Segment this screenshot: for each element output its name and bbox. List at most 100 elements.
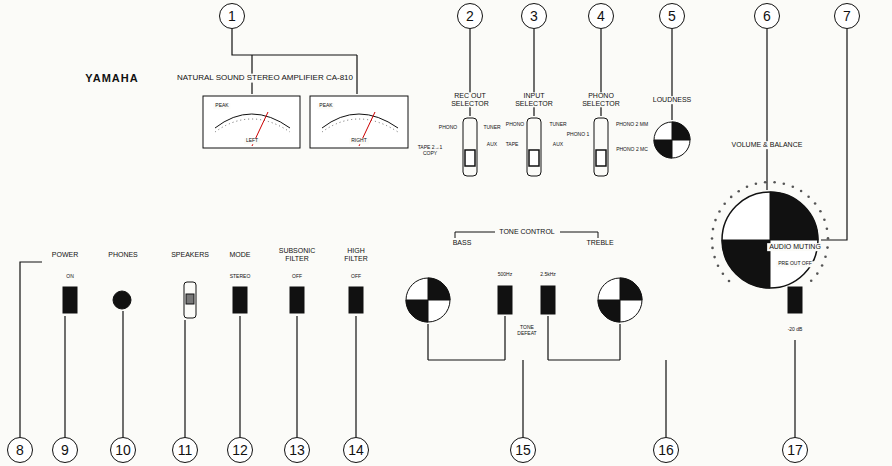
callout-number: 8 [16,443,24,457]
scale-dot [712,228,715,231]
callout-circle: 13 [284,437,310,463]
panel-label: TAPE 2→1 COPY [413,145,447,156]
scale-dot [737,190,740,193]
scale-dot [730,196,733,199]
scale-dot [722,273,725,276]
callout-number: 14 [348,443,364,457]
scale-dot [824,255,827,258]
panel-label: TREBLE [584,239,615,247]
panel-label: PHONO [504,122,526,128]
panel-label: TONE DEFEAT [509,325,545,336]
panel-label: REC OUT SELECTOR [438,92,502,107]
scale-dot [746,186,749,189]
scale-dot [821,264,824,267]
callout-circle: 12 [227,437,253,463]
scale-dot [711,247,714,250]
callout-circle: 2 [457,3,483,29]
callout-circle: 11 [172,437,198,463]
callout-number: 6 [763,9,771,23]
callout-number: 17 [787,443,803,457]
panel-label: OFF [290,274,304,280]
scale-dot [714,219,717,222]
scale-dot [827,237,830,240]
callout-number: 9 [61,443,69,457]
panel-label: AUX [551,142,565,148]
callout-number: 15 [515,443,531,457]
callout-circle: 16 [653,437,679,463]
scale-dot [728,280,731,283]
scale-dot [773,181,776,184]
scale-dot [816,272,819,275]
panel-label: PHONES [106,251,140,259]
callout-number: 10 [115,443,131,457]
panel-label: VOLUME & BALANCE [730,141,805,149]
panel-label: PHONO 2 MC [614,147,650,153]
panel-label: PEAK [213,103,230,109]
callout-circle: 17 [782,437,808,463]
callout-circle: 9 [52,437,78,463]
scale-dot [711,237,714,240]
scale-dot [755,182,758,185]
scale-dot [764,181,767,184]
callout-number: 1 [228,9,236,23]
scale-dot [823,219,826,222]
panel-label: TAPE [504,142,521,148]
scale-dot [807,195,810,198]
callout-circle: 5 [659,3,685,29]
callout-circle: 4 [588,3,614,29]
panel-label: 500Hz [496,272,514,278]
panel-label: OFF [349,274,363,280]
callout-number: 16 [658,443,674,457]
panel-label: PHONO SELECTOR [574,92,628,107]
callout-circle: 1 [219,3,245,29]
callout-number: 3 [530,9,538,23]
panel-label: SUBSONIC FILTER [270,247,324,262]
callout-circle: 6 [754,3,780,29]
callout-number: 13 [289,443,305,457]
scale-dot [718,210,721,213]
callout-circle: 14 [343,437,369,463]
callout-circle: 7 [834,3,860,29]
callout-circle: 3 [521,3,547,29]
panel-label: PHONO 1 [565,132,592,138]
panel-label: 2.5kHz [538,272,558,278]
scale-dot [814,202,817,205]
panel-label: AUX [485,142,499,148]
brand-logo: YAMAHA [83,72,140,84]
panel-label: LEFT [244,138,260,144]
scale-dot [826,246,829,249]
panel-label: PRE OUT OFF [776,261,814,267]
panel-label: NATURAL SOUND STEREO AMPLIFIER CA-810 [175,74,355,83]
callout-number: 12 [232,443,248,457]
panel-label: TUNER [481,125,502,131]
panel-label: MODE [228,251,253,259]
callout-number: 7 [843,9,851,23]
callout-number: 11 [178,443,193,457]
panel-label: POWER [50,251,80,259]
callout-number: 5 [668,9,676,23]
panel-label: HIGH FILTER [334,247,378,262]
scale-dot [717,265,720,268]
callout-circle: 15 [510,437,536,463]
panel-label: INPUT SELECTOR [507,92,561,107]
scale-dot [819,210,822,213]
callout-circle: 8 [7,437,33,463]
panel-label: ON [64,274,76,280]
panel-label: -20 dB [786,327,805,333]
panel-label: LOUDNESS [651,96,694,104]
scale-dot [800,190,803,193]
scale-dot [783,182,786,185]
panel-label: PHONO [437,125,459,131]
panel-label: SPEAKERS [169,251,211,259]
scale-dot [810,280,813,283]
panel-label: TONE CONTROL [497,228,557,236]
scale-dot [723,202,726,205]
panel-label: AUDIO MUTING [767,243,823,251]
callout-number: 4 [597,9,605,23]
scale-dot [792,185,795,188]
panel-label: PEAK [317,103,334,109]
panel-label: BASS [451,239,474,247]
scale-dot [713,256,716,259]
panel-label: RIGHT [349,138,369,144]
